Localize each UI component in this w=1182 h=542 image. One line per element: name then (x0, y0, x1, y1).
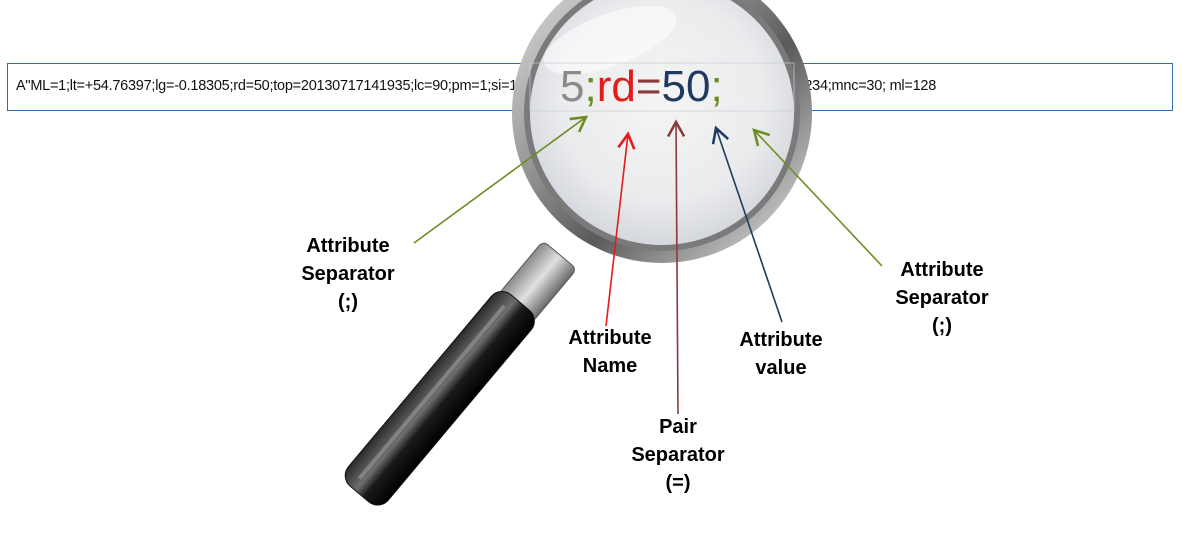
label-attribute-name: Attribute Name (568, 327, 652, 377)
zoom-attr-value: 50 (661, 62, 711, 111)
arrow-attr-name (605, 131, 636, 327)
label-attribute-separator-right: Attribute Separator (;) (895, 259, 989, 337)
zoom-attr-name: rd (596, 62, 636, 111)
zoom-attr-separator-2: ; (710, 62, 723, 111)
arrow-attr-sep-left (413, 115, 589, 244)
zoom-prev-char: 5 (560, 62, 585, 111)
label-attribute-value: Attribute value (739, 329, 823, 379)
zoomed-text: 5;rd=50; (560, 60, 723, 114)
arrow-pair-sep (666, 119, 686, 415)
label-attribute-separator-left: Attribute Separator (;) (301, 235, 395, 313)
label-pair-separator: Pair Separator (=) (631, 416, 725, 494)
zoom-attr-separator-1: ; (584, 62, 597, 111)
arrow-attr-sep-right (752, 128, 883, 267)
arrow-attr-value (711, 125, 783, 323)
zoom-pair-separator: = (635, 62, 662, 111)
